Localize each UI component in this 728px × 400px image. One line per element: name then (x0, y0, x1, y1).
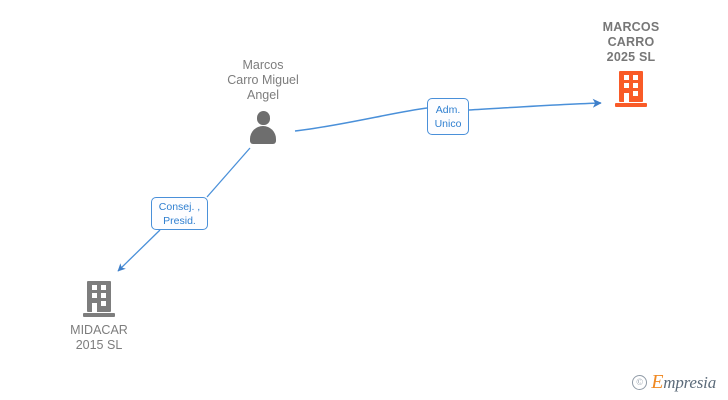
person-body (250, 126, 276, 144)
edge-person-to-adm-unico (294, 107, 428, 132)
building-window (101, 301, 106, 306)
building-window (624, 83, 629, 88)
watermark: © Empresia (632, 371, 716, 394)
building-tower (619, 71, 643, 102)
node-company-midacar-2015[interactable]: MIDACAR 2015 SL (44, 281, 154, 353)
building-tower (87, 281, 111, 312)
edge-label-adm-unico[interactable]: Adm. Unico (427, 98, 469, 135)
building-base (615, 103, 647, 107)
brand-logo: Empresia (651, 371, 716, 394)
building-window (624, 75, 629, 80)
copyright-icon: © (632, 375, 648, 390)
building-door (624, 93, 629, 102)
node-company-marcos-carro-2025[interactable]: MARCOS CARRO 2025 SL (576, 20, 686, 107)
building-door (92, 303, 97, 312)
building-icon[interactable] (615, 71, 647, 107)
building-base (83, 313, 115, 317)
building-window (101, 285, 106, 290)
edge-label-consej-presid[interactable]: Consej. , Presid. (151, 197, 208, 230)
building-icon[interactable] (83, 281, 115, 317)
building-window (92, 285, 97, 290)
building-window (633, 75, 638, 80)
building-window (633, 91, 638, 96)
person-head (257, 111, 270, 125)
node-person[interactable]: Marcos Carro Miguel Angel (213, 58, 313, 144)
edge-consej-to-company (117, 229, 161, 272)
person-icon[interactable] (248, 111, 278, 144)
brand-initial: E (651, 371, 664, 393)
node-company-right-label: MARCOS CARRO 2025 SL (602, 20, 660, 64)
brand-rest: mpresia (663, 373, 716, 392)
building-window (633, 83, 638, 88)
building-window (101, 293, 106, 298)
building-window (92, 293, 97, 298)
edge-person-to-consej (206, 147, 251, 198)
node-person-label: Marcos Carro Miguel Angel (227, 58, 299, 102)
node-company-left-label: MIDACAR 2015 SL (70, 323, 128, 352)
